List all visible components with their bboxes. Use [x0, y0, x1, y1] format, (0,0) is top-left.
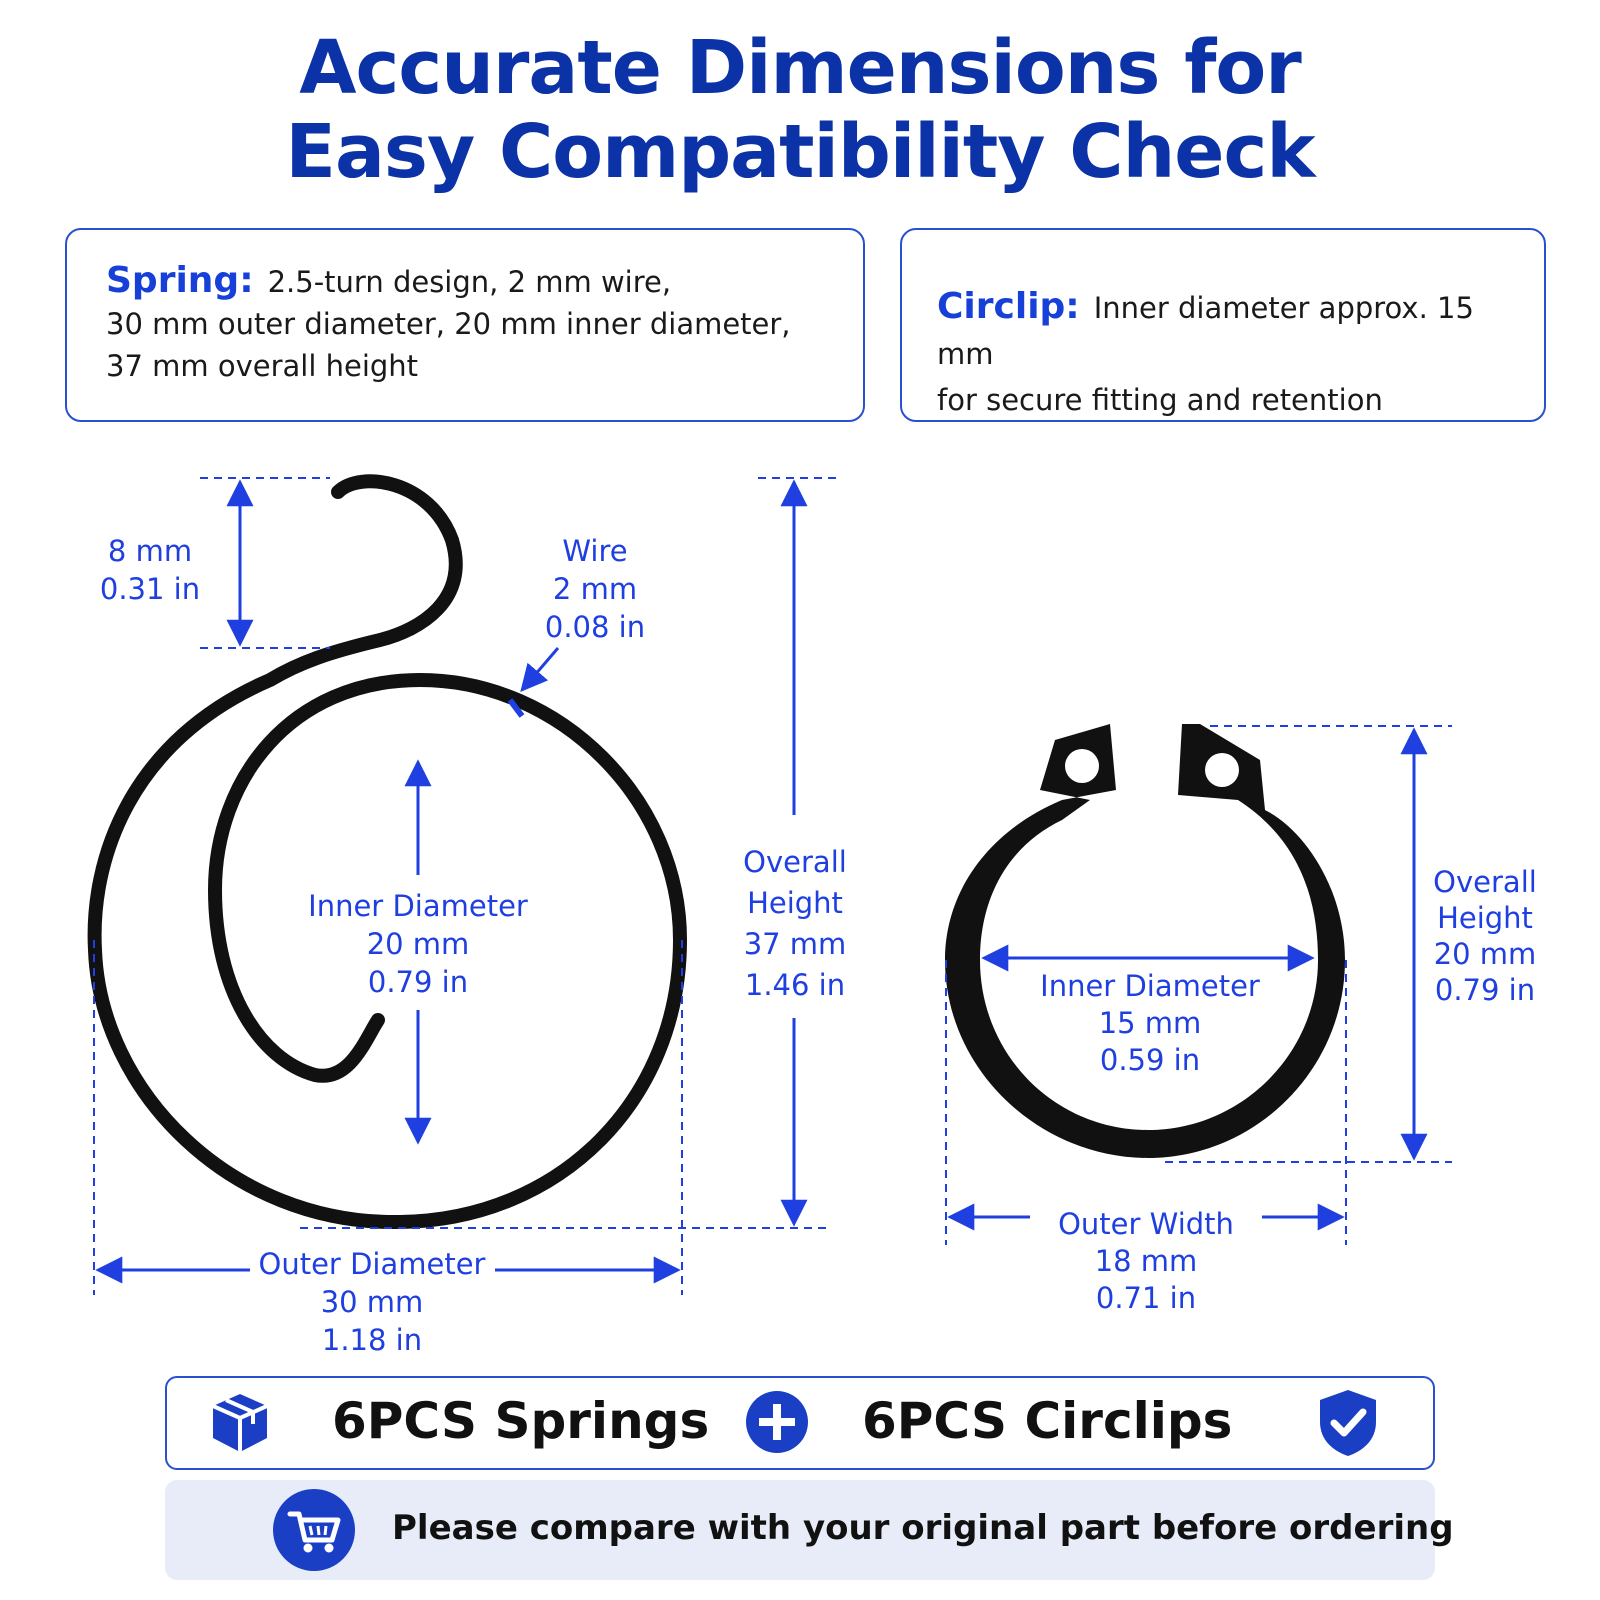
- circlip-inner-label: Inner Diameter 15 mm 0.59 in: [1030, 968, 1270, 1079]
- cart-icon: [272, 1488, 356, 1572]
- spring-height-title1: Overall: [743, 845, 847, 879]
- spring-height-mm: 37 mm: [743, 927, 847, 961]
- circlip-height-title1: Overall: [1433, 865, 1537, 899]
- spring-height-dimension: [300, 477, 842, 1229]
- springs-quantity: 6PCS Springs: [332, 1392, 710, 1450]
- spring-height-label: Overall Height 37 mm 1.46 in: [730, 842, 860, 1006]
- circlip-outer-dimension: [945, 960, 1347, 1245]
- circlip-spec-text: Circlip:Inner diameter approx. 15 mm for…: [937, 284, 1537, 423]
- circlip-outer-label: Outer Width 18 mm 0.71 in: [1030, 1206, 1262, 1317]
- circlip-inner-in: 0.59 in: [1099, 1043, 1201, 1077]
- spring-outer-in: 1.18 in: [321, 1323, 423, 1357]
- footer-bar: [165, 1480, 1435, 1580]
- circlip-height-title2: Height: [1437, 901, 1533, 935]
- circlip-outer-mm: 18 mm: [1094, 1244, 1198, 1278]
- spring-hook-in: 0.31 in: [99, 572, 201, 606]
- spring-outer-mm: 30 mm: [320, 1285, 424, 1319]
- spring-part: [87, 474, 687, 1230]
- spring-hook-label: 8 mm 0.31 in: [90, 532, 210, 608]
- spring-inner-in: 0.79 in: [367, 965, 469, 999]
- spring-outer-label: Outer Diameter 30 mm 1.18 in: [252, 1245, 492, 1359]
- plus-circle-icon: [745, 1390, 809, 1454]
- page-title-line1: Accurate Dimensions for: [299, 25, 1301, 111]
- spring-wire-mm: 2 mm: [552, 572, 638, 606]
- spring-spec-line1: 2.5-turn design, 2 mm wire,: [267, 265, 672, 299]
- spring-height-title2: Height: [747, 886, 843, 920]
- circlip-height-in: 0.79 in: [1434, 973, 1536, 1007]
- spring-inner-title: Inner Diameter: [308, 889, 528, 923]
- spring-wire-in: 0.08 in: [544, 610, 646, 644]
- circlip-height-mm: 20 mm: [1433, 937, 1537, 971]
- spring-inner-label: Inner Diameter 20 mm 0.79 in: [303, 887, 533, 1001]
- circlip-outer-in: 0.71 in: [1095, 1281, 1197, 1315]
- page-title-line2: Easy Compatibility Check: [285, 109, 1315, 195]
- circlip-height-dimension: [1165, 725, 1452, 1163]
- footer-message: Please compare with your original part b…: [392, 1508, 1454, 1548]
- box-icon: [207, 1390, 273, 1456]
- spring-outer-dimension: [93, 940, 683, 1295]
- spring-spec-line3: 37 mm overall height: [106, 349, 419, 383]
- spring-wire-label: Wire 2 mm 0.08 in: [535, 532, 655, 646]
- spring-spec-text: Spring: 2.5-turn design, 2 mm wire, 30 mm…: [106, 260, 856, 387]
- spring-wire-title: Wire: [562, 534, 628, 568]
- spring-spec-box: [65, 228, 865, 422]
- spring-spec-label: Spring:: [106, 260, 254, 301]
- shield-check-icon: [1318, 1388, 1378, 1458]
- circlip-inner-mm: 15 mm: [1098, 1006, 1202, 1040]
- circlip-outer-title: Outer Width: [1058, 1207, 1234, 1241]
- spring-spec-line2: 30 mm outer diameter, 20 mm inner diamet…: [106, 307, 791, 341]
- circlips-quantity: 6PCS Circlips: [862, 1392, 1233, 1450]
- circlip-spec-label: Circlip:: [937, 286, 1080, 327]
- circlip-height-label: Overall Height 20 mm 0.79 in: [1420, 864, 1550, 1008]
- circlip-spec-line2: for secure fitting and retention: [937, 383, 1383, 417]
- circlip-spec-box: [900, 228, 1546, 422]
- spring-hook-mm: 8 mm: [107, 534, 193, 568]
- wire-leader: [507, 647, 560, 718]
- spring-inner-mm: 20 mm: [366, 927, 470, 961]
- spring-hook-dimension: [200, 477, 330, 649]
- spring-outer-title: Outer Diameter: [258, 1247, 486, 1281]
- circlip-spec-line1: Inner diameter approx. 15 mm: [937, 291, 1474, 371]
- circlip-part: [945, 724, 1345, 1158]
- spring-height-in: 1.46 in: [744, 968, 846, 1002]
- circlip-inner-title: Inner Diameter: [1040, 969, 1260, 1003]
